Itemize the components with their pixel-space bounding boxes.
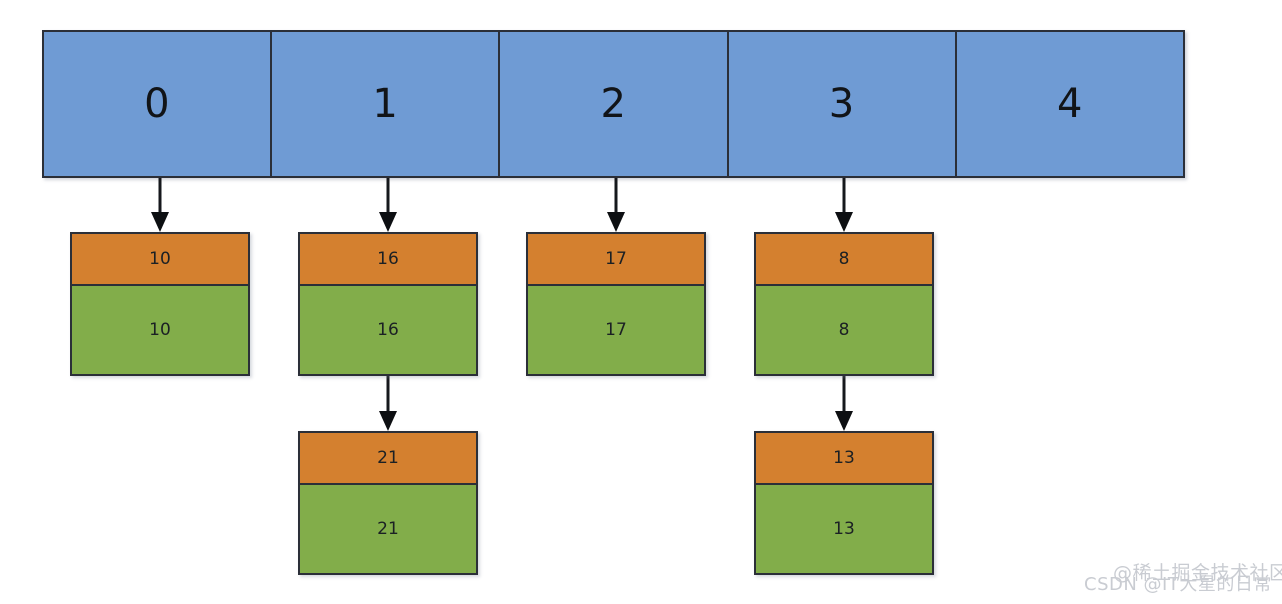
hash-bucket-array: 0 1 2 3 4 <box>42 30 1185 178</box>
bucket-index-label: 3 <box>828 81 855 127</box>
node-key-label: 10 <box>149 248 171 269</box>
bucket-cell-1[interactable]: 1 <box>272 32 501 176</box>
node-key-label: 16 <box>377 248 399 269</box>
watermark-csdn: CSDN @IT大星的日常 <box>1084 574 1272 595</box>
arrow-bucket-2-to-node <box>605 178 627 234</box>
node-key-label: 17 <box>605 248 627 269</box>
chain-node[interactable]: 16 16 <box>298 232 478 376</box>
node-key-cell: 13 <box>756 433 932 485</box>
node-key-label: 13 <box>833 447 855 468</box>
arrow-bucket-1-to-node <box>377 178 399 234</box>
node-key-cell: 21 <box>300 433 476 485</box>
chain-node[interactable]: 8 8 <box>754 232 934 376</box>
node-value-label: 21 <box>377 518 399 539</box>
node-key-cell: 10 <box>72 234 248 286</box>
arrow-chain-3-node-0-to-node-1 <box>833 374 855 433</box>
bucket-cell-0[interactable]: 0 <box>44 32 273 176</box>
node-value-cell: 10 <box>72 286 248 374</box>
node-value-cell: 17 <box>528 286 704 374</box>
node-value-label: 17 <box>605 319 627 340</box>
node-value-cell: 21 <box>300 485 476 573</box>
node-value-label: 16 <box>377 319 399 340</box>
chain-node[interactable]: 10 10 <box>70 232 250 376</box>
arrow-bucket-0-to-node <box>149 178 171 234</box>
node-value-cell: 8 <box>756 286 932 374</box>
arrow-bucket-3-to-node <box>833 178 855 234</box>
chain-node[interactable]: 13 13 <box>754 431 934 575</box>
node-value-label: 13 <box>833 518 855 539</box>
node-value-label: 10 <box>149 319 171 340</box>
bucket-index-label: 0 <box>144 81 171 127</box>
bucket-index-label: 2 <box>600 81 627 127</box>
node-key-cell: 17 <box>528 234 704 286</box>
node-key-label: 21 <box>377 447 399 468</box>
node-value-cell: 13 <box>756 485 932 573</box>
bucket-index-label: 4 <box>1056 81 1083 127</box>
node-key-cell: 16 <box>300 234 476 286</box>
node-value-label: 8 <box>838 319 850 340</box>
bucket-cell-2[interactable]: 2 <box>500 32 729 176</box>
bucket-index-label: 1 <box>372 81 399 127</box>
node-key-label: 8 <box>838 248 850 269</box>
node-key-cell: 8 <box>756 234 932 286</box>
chain-node[interactable]: 21 21 <box>298 431 478 575</box>
bucket-cell-4[interactable]: 4 <box>956 32 1184 176</box>
arrow-chain-1-node-0-to-node-1 <box>377 374 399 433</box>
bucket-cell-3[interactable]: 3 <box>728 32 957 176</box>
watermark-juejin: @稀土掘金技术社区 <box>1113 562 1282 584</box>
node-value-cell: 16 <box>300 286 476 374</box>
chain-node[interactable]: 17 17 <box>526 232 706 376</box>
